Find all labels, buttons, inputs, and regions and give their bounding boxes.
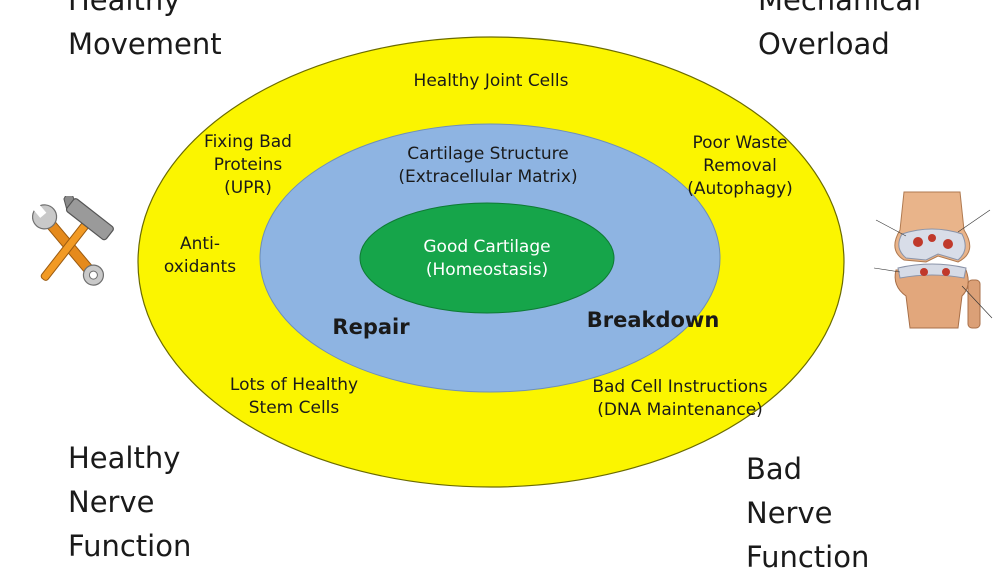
poor-waste-removal-label: Poor Waste Removal (Autophagy)	[687, 133, 793, 199]
breakdown-label: Breakdown	[586, 308, 720, 332]
bad-cell-instructions-label: Bad Cell Instructions (DNA Maintenance)	[592, 377, 768, 420]
healthy-joint-cells-label: Healthy Joint Cells	[413, 71, 569, 91]
healthy-stem-cells-label: Lots of Healthy Stem Cells	[229, 375, 359, 418]
repair-label: Repair	[332, 315, 410, 339]
cartilage-structure-label: Cartilage Structure (Extracellular Matri…	[398, 144, 578, 187]
knee-joint-icon	[866, 190, 1000, 330]
healthy-movement-label: Healthy Movement	[68, 0, 222, 61]
concentric-ellipse-diagram	[137, 36, 845, 488]
mechanical-overload-label: Mechanical Overload	[758, 0, 922, 61]
antioxidants-label: Anti- oxidants	[163, 234, 237, 277]
healthy-nerve-function-label: Healthy Nerve Function	[68, 441, 192, 563]
center-ellipse	[359, 202, 615, 314]
tools-icon	[14, 187, 124, 296]
fixing-bad-proteins-label: Fixing Bad Proteins (UPR)	[204, 132, 292, 198]
good-cartilage-label: Good Cartilage (Homeostasis)	[423, 237, 551, 280]
